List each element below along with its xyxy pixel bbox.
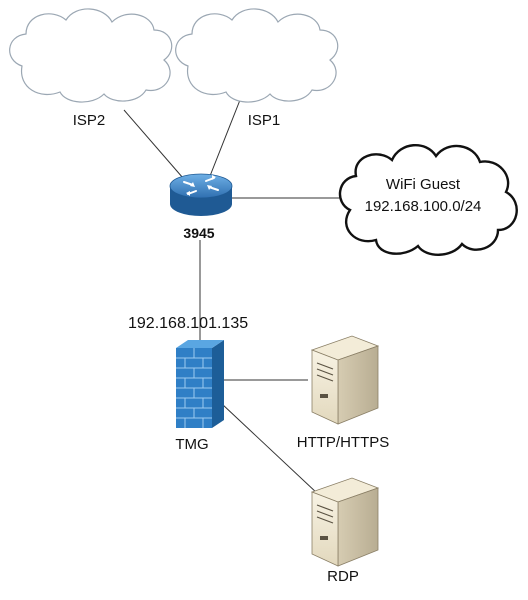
wifi-guest-name: WiFi Guest: [385, 176, 461, 193]
wifi-guest-cloud: [338, 143, 518, 256]
isp2-cloud: [9, 8, 173, 103]
isp1-label: ISP1: [247, 112, 281, 129]
firewall-brick-icon: [176, 340, 224, 428]
link-isp1-router: [209, 99, 241, 177]
wifi-guest-subnet: 192.168.100.0/24: [364, 198, 482, 215]
rdp-server-label: RDP: [327, 568, 359, 585]
firewall-label: TMG: [175, 436, 209, 453]
connection-lines: [123, 99, 348, 495]
router-label: 3945: [183, 225, 215, 241]
link-isp2-router: [123, 109, 184, 179]
isp2-label: ISP2: [72, 112, 106, 129]
http-server-icon: [310, 335, 380, 425]
router-icon: [169, 173, 233, 216]
link-firewall-rdp-server: [221, 403, 319, 495]
rdp-server-icon: [310, 477, 380, 567]
isp1-cloud: [175, 8, 339, 103]
firewall-ip-label: 192.168.101.135: [128, 315, 249, 332]
wifi-guest-text: WiFi Guest 192.168.100.0/24: [338, 174, 508, 218]
http-server-label: HTTP/HTTPS: [296, 434, 390, 451]
